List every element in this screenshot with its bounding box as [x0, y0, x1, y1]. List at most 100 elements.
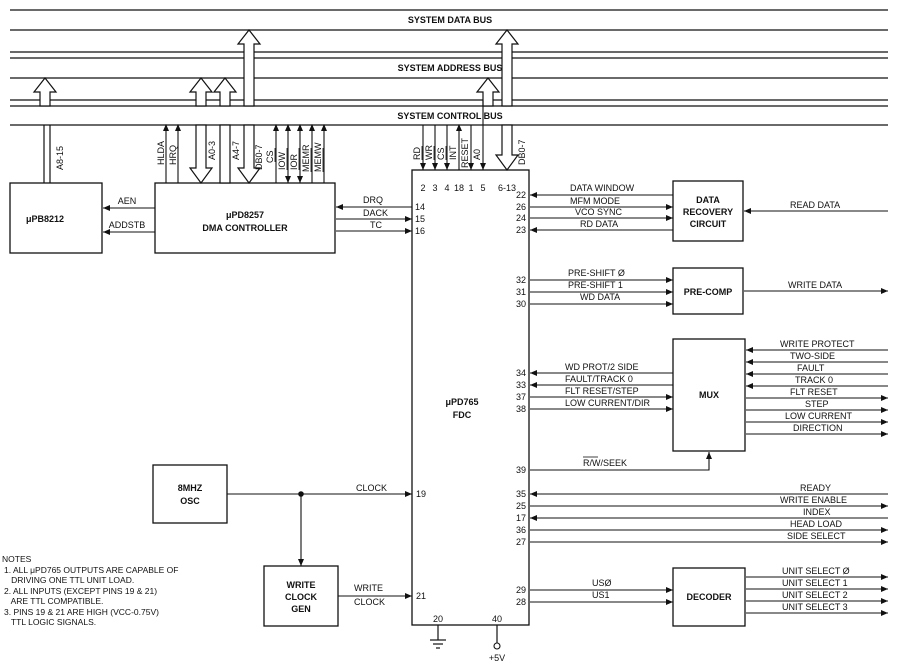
fdc-address-to-bus-arrow [475, 77, 501, 107]
fdc-pin-14: 14 [415, 202, 425, 212]
decoder-label: DECODER [686, 592, 732, 602]
dma-signal-ior: IOR [289, 153, 299, 170]
dma-db-to-data-bus-arrow [236, 29, 262, 107]
fdc-db-to-data-bus-arrow [494, 29, 520, 107]
dma-a4-7-to-address-bus-arrow [212, 77, 238, 107]
fdc-pin-4: 4 [444, 183, 449, 193]
read-data-label: READ DATA [790, 200, 840, 210]
tc-label: TC [370, 220, 382, 230]
track0-label: TRACK 0 [795, 375, 833, 385]
dma-signal-a4-7: A4-7 [231, 141, 241, 160]
drc-label-line2: RECOVERY [683, 207, 733, 217]
fdc-pin-38: 38 [516, 404, 526, 414]
dma-hollow-arrows [188, 124, 262, 185]
precomp-lines [530, 277, 888, 307]
fdc-pin-18: 18 [454, 183, 464, 193]
dma-signal-iow: IOW [277, 151, 287, 170]
system-data-bus [10, 9, 888, 53]
dma-signal-a0-3: A0-3 [207, 141, 217, 160]
system-control-bus-label: SYSTEM CONTROL BUS [397, 111, 502, 121]
fdc-signal-rd: RD [412, 147, 422, 160]
note-line-3: 2. ALL INPUTS (EXCEPT PINS 19 & 21) [4, 586, 157, 596]
overbars [274, 146, 447, 172]
osc-label-line2: OSC [180, 496, 200, 506]
fdc-pin-29: 29 [516, 585, 526, 595]
system-data-bus-label: SYSTEM DATA BUS [408, 15, 492, 25]
decoder-block [672, 567, 746, 627]
precomp-label: PRE-COMP [684, 287, 733, 297]
us0-label: USØ [592, 578, 612, 588]
note-line-4: ARE TTL COMPATIBLE. [4, 596, 103, 606]
fdc-label-line1: μPD765 [445, 397, 478, 407]
dack-label: DACK [363, 208, 388, 218]
decoder-output-lines [746, 574, 888, 616]
rw-seek-label: R/W/SEEK [583, 458, 627, 468]
fdc-pin-32: 32 [516, 275, 526, 285]
dma-label-line1: μPD8257 [226, 210, 264, 220]
index-label: INDEX [803, 507, 831, 517]
direction-label: DIRECTION [793, 423, 843, 433]
fdc-pin-24: 24 [516, 213, 526, 223]
fdc-pin-28: 28 [516, 597, 526, 607]
fdc-db-hollow-arrow [494, 124, 520, 172]
wcg-label-line1: WRITE [287, 580, 316, 590]
system-address-bus-label: SYSTEM ADDRESS BUS [398, 63, 503, 73]
unit-select-2-label: UNIT SELECT 2 [782, 590, 848, 600]
fdc-pin-20: 20 [433, 614, 443, 624]
clock-label: CLOCK [356, 483, 387, 493]
fdc-pin-34: 34 [516, 368, 526, 378]
fdc-pin-1: 1 [468, 183, 473, 193]
write-clock-label-line1: WRITE [354, 583, 383, 593]
fdc-pin-23: 23 [516, 225, 526, 235]
drive-signal-lines [530, 491, 888, 545]
wcg-label-line3: GEN [291, 604, 311, 614]
fdc-pin-22: 22 [516, 190, 526, 200]
rd-data-label: RD DATA [580, 219, 618, 229]
notes-title: NOTES [2, 554, 32, 564]
system-control-bus [10, 105, 888, 126]
fdc-pin-6-13: 6-13 [498, 183, 516, 193]
write-enable-label: WRITE ENABLE [780, 495, 847, 505]
dma-signal-memw: MEMW [313, 142, 323, 172]
pre-shift-0-label: PRE-SHIFT Ø [568, 268, 625, 278]
us1-label: US1 [592, 590, 610, 600]
fdc-pin-36: 36 [516, 525, 526, 535]
head-load-label: HEAD LOAD [790, 519, 843, 529]
ready-label: READY [800, 483, 831, 493]
pre-shift-1-label: PRE-SHIFT 1 [568, 280, 623, 290]
dma-signal-hlda: HLDA [156, 141, 166, 165]
fdc-signal-reset: RESET [460, 137, 470, 168]
ground-symbol [430, 625, 446, 649]
aen-label: AEN [118, 196, 137, 206]
fdc-pin-25: 25 [516, 501, 526, 511]
fdc-pin-19: 19 [416, 489, 426, 499]
latch-bus-signal: A8-15 [55, 146, 65, 170]
fdc-pin-37: 37 [516, 392, 526, 402]
fdc-pin-21: 21 [416, 591, 426, 601]
side-select-label: SIDE SELECT [787, 531, 846, 541]
fdc-signal-int: INT [448, 145, 458, 160]
fdc-signal-db0-7: DB0-7 [517, 139, 527, 165]
dma-signal-memr: MEMR [301, 144, 311, 172]
mfm-mode-label: MFM MODE [570, 196, 620, 206]
dma-signal-db0-7: DB0-7 [254, 144, 264, 170]
fdc-pin-16: 16 [415, 226, 425, 236]
drq-label: DRQ [363, 195, 383, 205]
drc-label-line3: CIRCUIT [690, 219, 727, 229]
write-data-label: WRITE DATA [788, 280, 842, 290]
osc-block [152, 464, 228, 524]
drc-label-line1: DATA [696, 195, 720, 205]
fdc-pin-33: 33 [516, 380, 526, 390]
dma-signal-hrq: HRQ [168, 145, 178, 165]
fdc-pin-17: 17 [516, 513, 526, 523]
fdc-pin-31: 31 [516, 287, 526, 297]
fdc-pin-2: 2 [420, 183, 425, 193]
latch-to-address-bus-arrow [32, 77, 58, 107]
fault-track0-label: FAULT/TRACK 0 [565, 374, 633, 384]
precomp-block [672, 267, 744, 315]
data-recovery-block [672, 180, 744, 242]
dma-signal-cs: CS [265, 150, 275, 163]
low-current-dir-label: LOW CURRENT/DIR [565, 398, 650, 408]
write-protect-label: WRITE PROTECT [780, 339, 855, 349]
latch-label: μPB8212 [26, 214, 64, 224]
